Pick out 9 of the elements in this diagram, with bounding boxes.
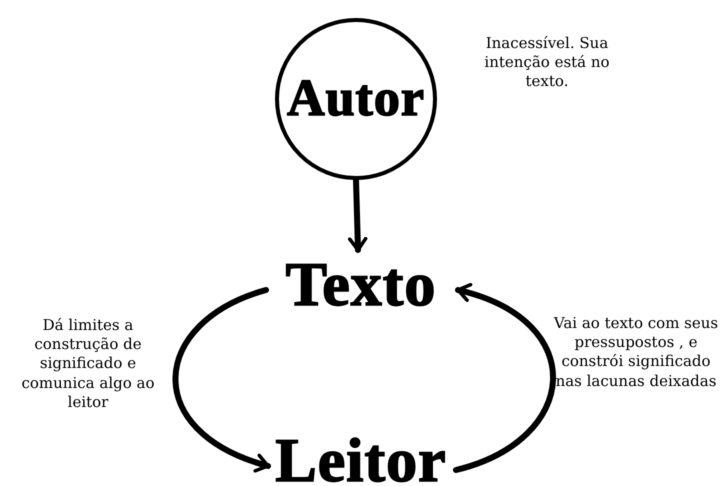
node-label: Texto <box>268 256 454 314</box>
node-label: Leitor <box>268 436 454 486</box>
curved-arrow <box>453 284 556 473</box>
curved-arrow <box>348 177 368 253</box>
annotation-text: Inacessível. Sua intenção está no texto. <box>483 34 611 92</box>
curved-arrow <box>172 287 271 472</box>
circle-node: Autor <box>275 18 437 180</box>
annotation-text: Vai ao texto com seus pressupostos , e constrói significado nas lacunas deixadas <box>552 314 720 391</box>
annotation-text: Dá limites a construção de significado e comunica algo ao leitor <box>20 316 156 412</box>
